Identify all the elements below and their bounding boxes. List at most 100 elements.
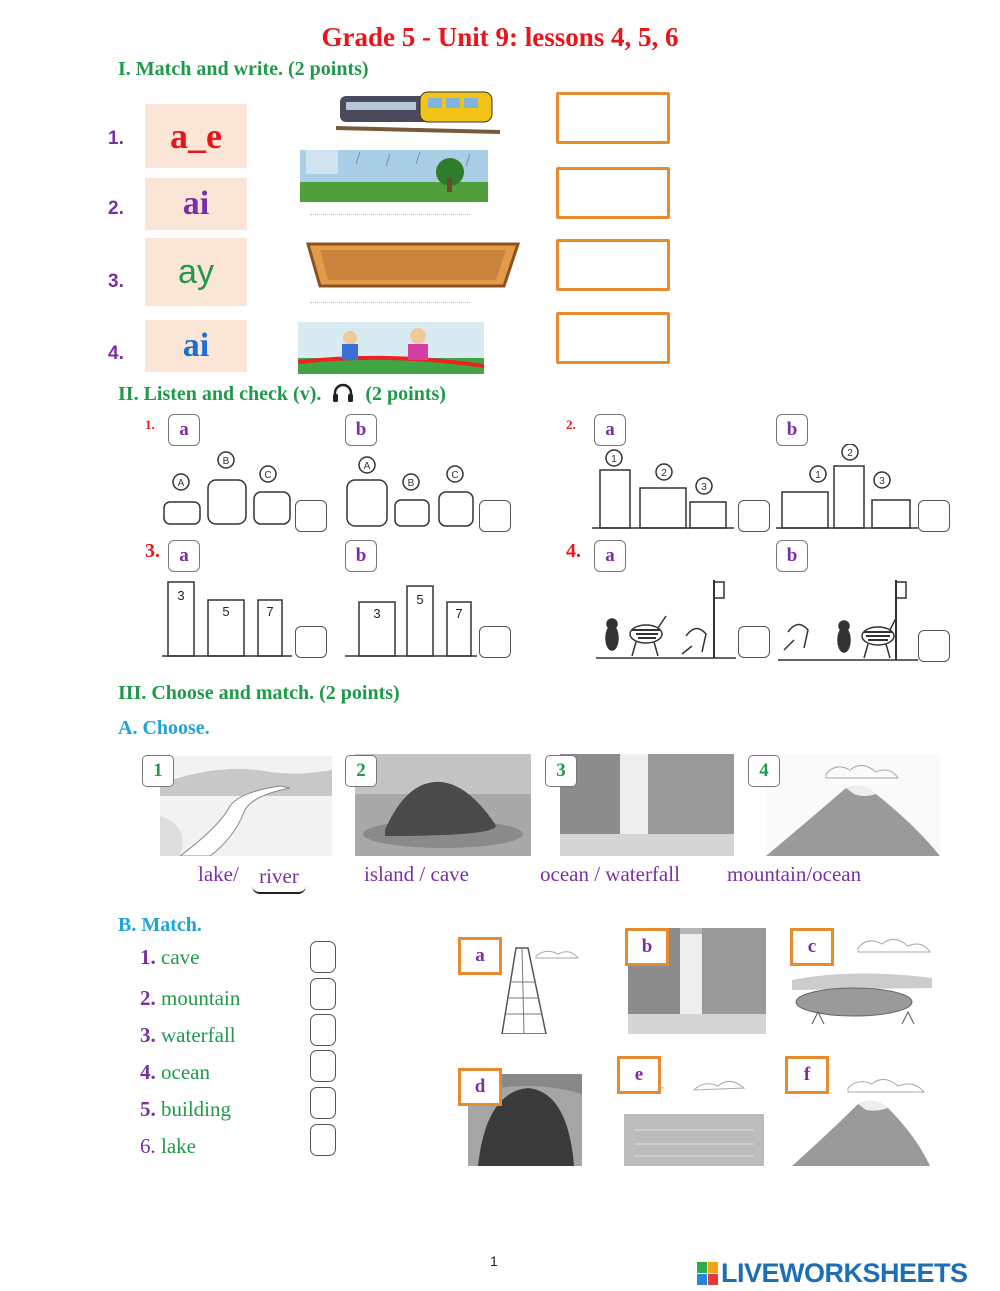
picture-label-d: d [458, 1068, 502, 1106]
option-label: b [776, 540, 808, 572]
option-label: a [168, 414, 200, 446]
number-label-3: 3 [545, 755, 577, 787]
section-2-heading: II. Listen and check (v). (2 points) [118, 383, 446, 409]
door-number: 7 [455, 606, 462, 621]
ocean-image [624, 1081, 764, 1166]
number-label-1: 1 [142, 755, 174, 787]
option-label: a [168, 540, 200, 572]
mountain-image [766, 754, 940, 856]
lake-image [792, 939, 932, 1025]
pattern-card-1: a_e [145, 104, 247, 168]
car-label: C [264, 470, 271, 481]
waterfall-image [560, 754, 734, 856]
car-label: B [408, 478, 415, 489]
option-label: b [345, 414, 377, 446]
choice-option[interactable]: mountain/ocean [727, 862, 862, 886]
check-box-2b[interactable] [918, 500, 950, 532]
part-b-heading: B. Match. [118, 914, 202, 936]
door-number: 7 [266, 604, 273, 619]
brand-name: LIVEWORKSHEETS [721, 1258, 968, 1288]
section-2-points: (2 points) [365, 383, 446, 405]
buildings-image-a: 1 2 3 [592, 449, 734, 529]
picture-label-a: a [458, 937, 502, 975]
check-box-4a[interactable] [738, 626, 770, 658]
choice-option[interactable]: ocean / waterfall [540, 862, 680, 886]
picture-label-e: e [617, 1056, 661, 1094]
building-label: 1 [815, 470, 821, 481]
match-answer-box-2[interactable] [310, 978, 336, 1010]
match-answer-box-6[interactable] [310, 1124, 336, 1156]
building-image [501, 947, 580, 1034]
mountain-picture [792, 1079, 930, 1166]
race-animals-image-a [596, 580, 736, 659]
picture-label-c: c [790, 928, 834, 966]
match-number: 4. [140, 1060, 156, 1084]
door-number: 3 [373, 606, 380, 621]
pattern-card-3: ay [145, 238, 247, 306]
question-1-number: 1. [145, 417, 155, 432]
match-answer-box-3[interactable] [310, 1014, 336, 1046]
match-number: 6. [140, 1134, 156, 1158]
building-label: 2 [661, 468, 667, 479]
island-image [355, 754, 531, 856]
answer-box-4[interactable] [556, 312, 671, 364]
pattern-text: a_e [170, 116, 222, 156]
match-word: building [161, 1097, 232, 1121]
number-label-2: 2 [345, 755, 377, 787]
row-4-number: 4. [108, 343, 124, 364]
match-item: 3. waterfall [140, 1023, 236, 1048]
check-box-2a[interactable] [738, 500, 770, 532]
question-3-number: 3. [145, 540, 160, 562]
check-box-3a[interactable] [295, 626, 327, 658]
match-word: ocean [161, 1060, 210, 1084]
pattern-card-4: ai [145, 320, 247, 372]
match-word: waterfall [161, 1023, 236, 1047]
page-number: 1 [490, 1253, 498, 1269]
check-box-3b[interactable] [479, 626, 511, 658]
answer-input-1[interactable] [559, 95, 671, 143]
match-item: 5. building [140, 1097, 231, 1122]
match-item: 2. mountain [140, 986, 240, 1011]
choice-option[interactable]: lake/ [198, 862, 239, 886]
option-label: a [594, 540, 626, 572]
match-answer-box-5[interactable] [310, 1087, 336, 1119]
match-answer-box-4[interactable] [310, 1050, 336, 1082]
answer-input-3[interactable] [559, 242, 671, 290]
option-label: a [594, 414, 626, 446]
match-number: 3. [140, 1023, 156, 1047]
match-number: 2. [140, 986, 156, 1010]
check-box-4b[interactable] [918, 630, 950, 662]
match-item: 4. ocean [140, 1060, 210, 1085]
doors-image-b: 3 5 7 [345, 585, 477, 657]
answer-input-2[interactable] [559, 170, 671, 218]
question-4-number: 4. [566, 540, 581, 562]
row-1-number: 1. [108, 128, 124, 149]
car-label: A [364, 461, 371, 472]
race-animals-image-b [778, 580, 918, 661]
choice-option[interactable]: island / cave [364, 862, 469, 886]
train-image [336, 91, 500, 134]
pattern-card-2: ai [145, 178, 247, 230]
part-a-heading: A. Choose. [118, 717, 210, 739]
door-number: 3 [177, 588, 184, 603]
selected-choice[interactable]: river [252, 860, 306, 894]
check-box-1a[interactable] [295, 500, 327, 532]
answer-input-4[interactable] [559, 315, 671, 363]
check-box-1b[interactable] [479, 500, 511, 532]
match-answer-box-1[interactable] [310, 941, 336, 973]
tray-image [306, 242, 521, 288]
row-3-number: 3. [108, 271, 124, 292]
pattern-text: ay [178, 252, 214, 291]
answer-box-3[interactable] [556, 239, 671, 291]
answer-box-1[interactable] [556, 92, 671, 144]
divider [310, 302, 470, 303]
door-number: 5 [416, 592, 423, 607]
river-landscape-image [160, 756, 332, 856]
answer-box-2[interactable] [556, 167, 671, 219]
page-title: Grade 5 - Unit 9: lessons 4, 5, 6 [321, 22, 679, 52]
door-number: 5 [222, 604, 229, 619]
pattern-text: ai [182, 327, 210, 364]
picture-label-b: b [625, 928, 669, 966]
doors-image-a: 3 5 7 [162, 581, 292, 657]
waterfall-picture [628, 928, 766, 1034]
